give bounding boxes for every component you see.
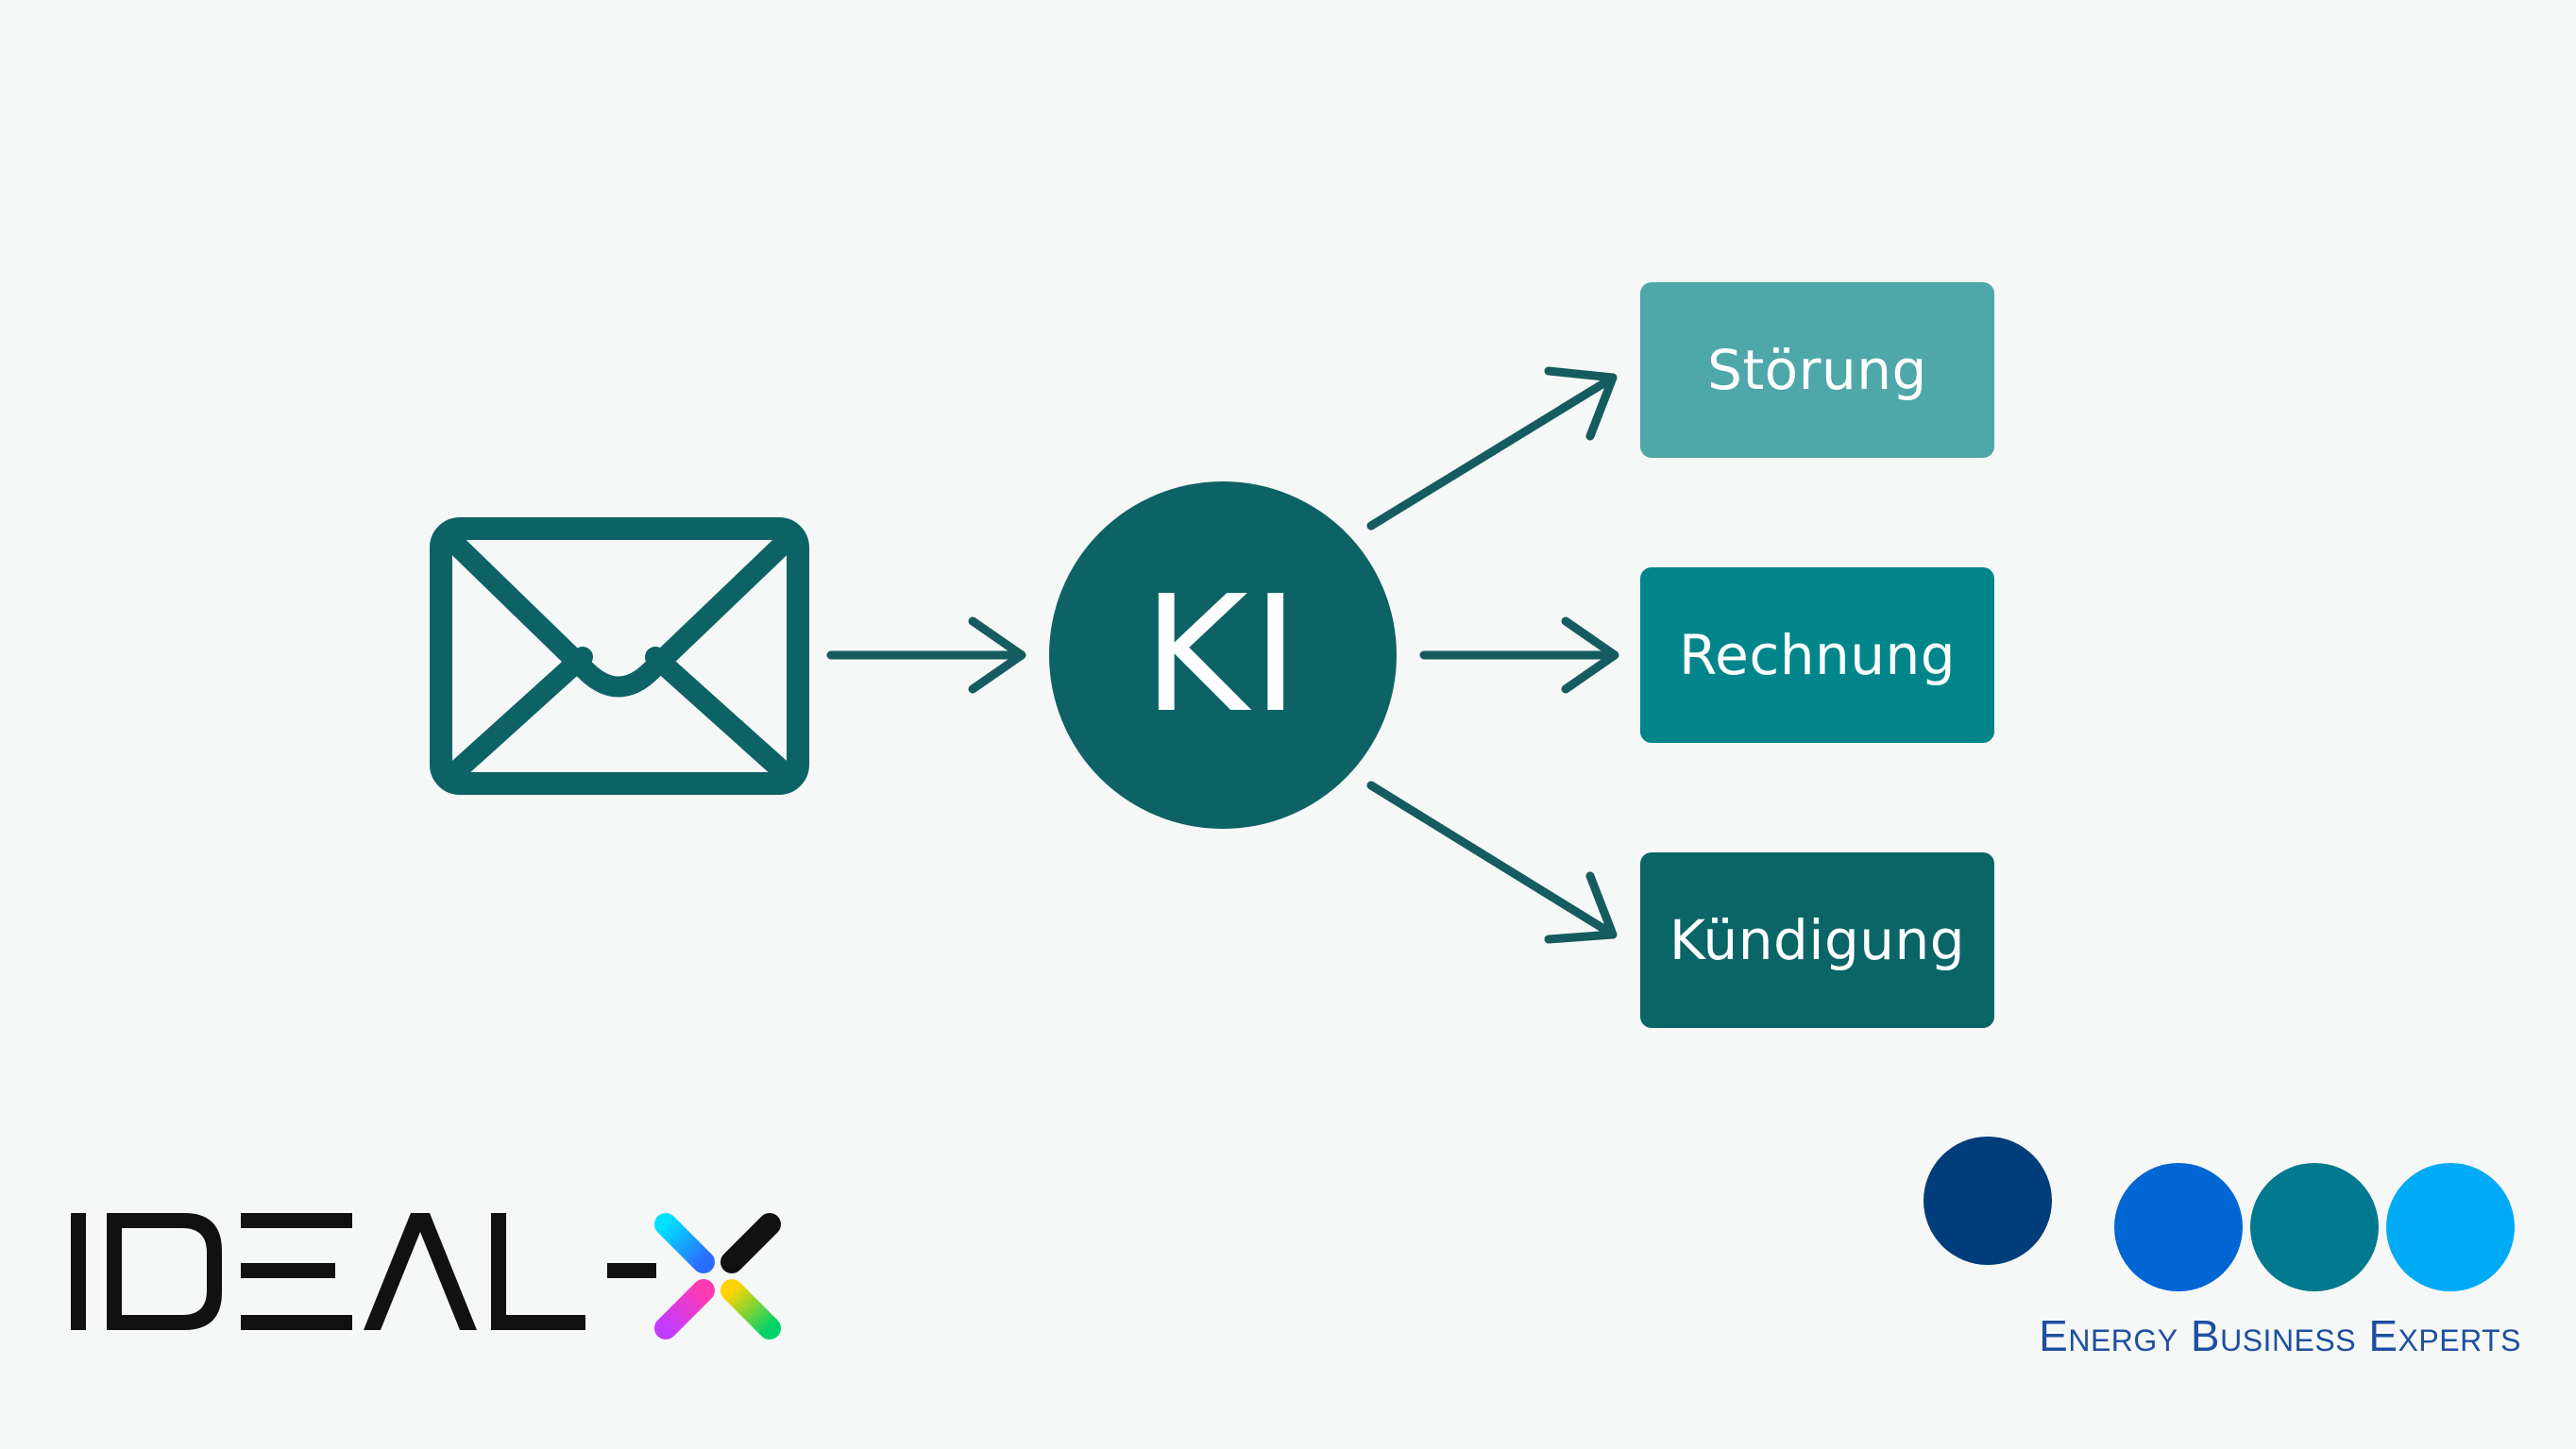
logo-dot bbox=[2250, 1163, 2379, 1291]
category-label-stoerung: Störung bbox=[1707, 338, 1927, 402]
category-box-rechnung: Rechnung bbox=[1640, 567, 1994, 743]
category-label-kuendigung: Kündigung bbox=[1669, 908, 1966, 972]
logo-dot bbox=[1924, 1137, 2052, 1265]
energy-business-experts-dots bbox=[1924, 1137, 2515, 1291]
arrow-ki-to-kuendigung bbox=[1366, 781, 1618, 944]
ki-label: KI bbox=[1143, 562, 1303, 749]
logo-dot bbox=[2114, 1163, 2243, 1291]
arrow-ki-to-rechnung bbox=[1419, 616, 1619, 694]
ideal-x-logo bbox=[71, 1213, 781, 1339]
ki-node: KI bbox=[1049, 481, 1397, 829]
arrow-email-to-ki bbox=[826, 616, 1026, 694]
category-label-rechnung: Rechnung bbox=[1678, 623, 1957, 687]
category-box-kuendigung: Kündigung bbox=[1640, 852, 1994, 1028]
arrow-ki-to-stoerung bbox=[1366, 366, 1618, 531]
logo-dot bbox=[2386, 1163, 2515, 1291]
email-icon bbox=[430, 517, 809, 795]
energy-business-experts-logo-text: Energy Business Experts bbox=[2039, 1311, 2521, 1360]
category-box-stoerung: Störung bbox=[1640, 282, 1994, 458]
